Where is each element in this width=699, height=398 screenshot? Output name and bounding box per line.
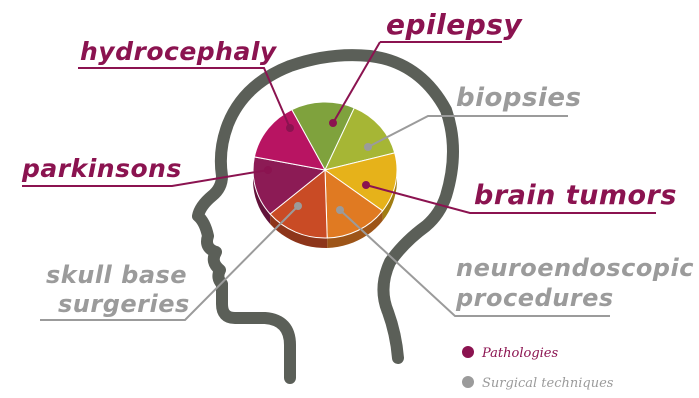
biopsies-dot (364, 143, 372, 151)
label-neuroendo-line1: neuroendoscopic (456, 254, 694, 282)
label-biopsies: biopsies (456, 83, 582, 113)
legend-surgical-swatch (462, 376, 474, 388)
label-brain-tumors: brain tumors (474, 180, 677, 211)
label-neuroendo-line2: procedures (455, 284, 614, 312)
skull-base-dot (294, 202, 302, 210)
hydrocephaly-connector (78, 67, 291, 129)
pie-side-neuroendoscopic-procedures (270, 214, 328, 248)
pie-slice-parkinsons (253, 109, 326, 171)
label-skull-base-line2: surgeries (58, 290, 190, 318)
label-skull-base-line1: skull base (46, 261, 187, 289)
hydrocephaly-dot (286, 124, 294, 132)
brain-tumors-connector (365, 184, 656, 214)
connector-lines (22, 41, 656, 321)
legend-pathologies-swatch (462, 346, 474, 358)
parkinsons-dot (264, 166, 272, 174)
label-epilepsy: epilepsy (386, 8, 523, 41)
label-parkinsons: parkinsons (21, 154, 182, 183)
parkinsons-connector (22, 169, 269, 187)
neuroendo-connector (339, 209, 610, 317)
neuroendo-dot (336, 206, 344, 214)
legend-pathologies-label: Pathologies (481, 346, 558, 361)
pie-slice-epilepsy (324, 107, 396, 171)
pie-side-skull-base-surgeries (253, 156, 271, 224)
legend: Pathologies Surgical techniques (462, 346, 614, 391)
label-hydrocephaly: hydrocephaly (80, 37, 278, 66)
pie-chart (252, 101, 398, 248)
head-outline (192, 49, 459, 384)
pie-slice-brain-tumors (324, 169, 384, 239)
brain-tumors-dot (362, 181, 370, 189)
biopsies-connector (367, 115, 568, 148)
pie-slice-hydrocephaly (291, 101, 355, 172)
skull-base-connector (40, 205, 299, 321)
epilepsy-dot (329, 119, 337, 127)
legend-surgical-label: Surgical techniques (482, 376, 614, 391)
pie-slice-biopsies (323, 152, 398, 212)
pie-side-brain-tumors (327, 210, 383, 248)
epilepsy-connector-diag (332, 41, 381, 124)
connector-dots (264, 119, 372, 214)
